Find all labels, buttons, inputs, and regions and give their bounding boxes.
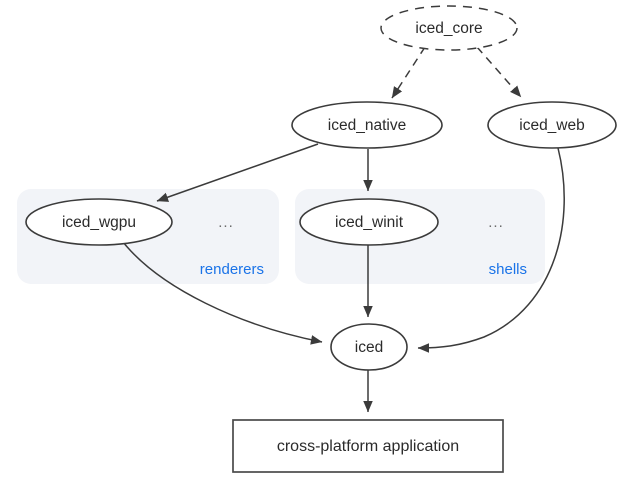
node-cross-platform-application[interactable]: cross-platform application bbox=[232, 419, 504, 473]
node-iced_winit[interactable]: iced_winit bbox=[299, 198, 439, 246]
cluster-shells-label: shells bbox=[489, 261, 527, 278]
node-iced_winit-shape[interactable] bbox=[299, 198, 439, 246]
edge-iced_wgpu-to-iced bbox=[122, 241, 323, 345]
node-iced_web-shape[interactable] bbox=[487, 101, 617, 149]
node-iced_web[interactable]: iced_web bbox=[487, 101, 617, 149]
node-iced-shape[interactable] bbox=[330, 323, 408, 371]
edge-iced_core-to-iced_web bbox=[476, 46, 522, 98]
edge-iced_core-to-iced_native bbox=[391, 46, 426, 99]
node-iced[interactable]: iced bbox=[330, 323, 408, 371]
edge-iced_native-to-iced_wgpu bbox=[156, 143, 319, 202]
edge-iced_web-to-iced bbox=[417, 147, 565, 353]
cluster-shells-ellipsis: ... bbox=[488, 214, 504, 231]
node-iced_native[interactable]: iced_native bbox=[291, 101, 443, 149]
cluster-renderers-label: renderers bbox=[200, 261, 264, 278]
node-iced_wgpu-shape[interactable] bbox=[25, 198, 173, 246]
cluster-renderers-ellipsis: ... bbox=[218, 214, 234, 231]
node-iced_core-shape[interactable] bbox=[380, 5, 518, 51]
node-iced_native-shape[interactable] bbox=[291, 101, 443, 149]
edge-layer bbox=[122, 46, 565, 413]
node-iced_core[interactable]: iced_core bbox=[380, 5, 518, 51]
node-iced_wgpu[interactable]: iced_wgpu bbox=[25, 198, 173, 246]
node-application-shape[interactable] bbox=[232, 419, 504, 473]
